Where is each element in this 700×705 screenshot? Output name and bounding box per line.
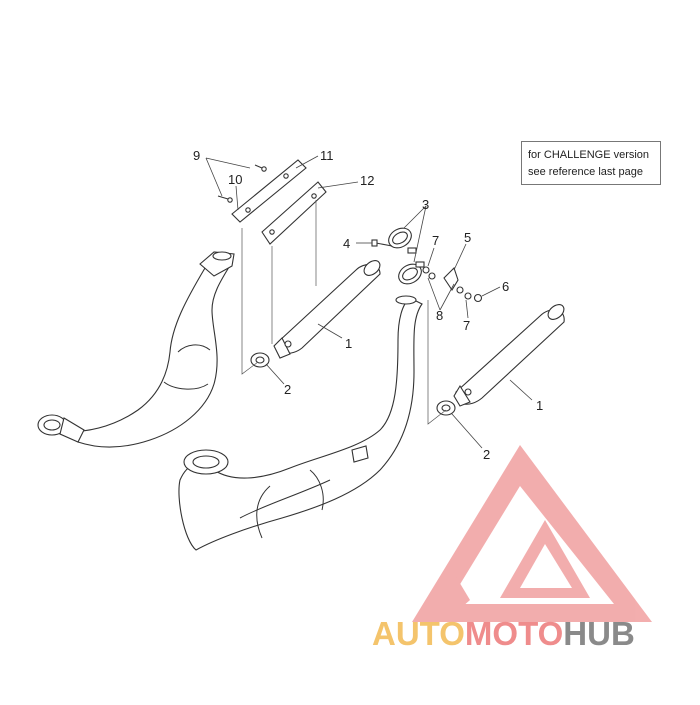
nut-6 bbox=[473, 293, 483, 303]
callout-1a: 1 bbox=[345, 336, 352, 351]
callout-8: 8 bbox=[436, 308, 443, 323]
callout-6: 6 bbox=[502, 279, 509, 294]
silencer-upper bbox=[273, 260, 381, 359]
front-exhaust-header bbox=[178, 295, 423, 551]
callout-11: 11 bbox=[320, 148, 334, 163]
alignment-guides bbox=[241, 200, 447, 425]
grommet-upper bbox=[250, 352, 270, 368]
callouts: 9 10 11 12 3 4 7 5 6 8 7 1 2 1 2 bbox=[193, 148, 543, 462]
note-line-2: see reference last page bbox=[528, 166, 643, 178]
callout-7b: 7 bbox=[463, 318, 470, 333]
washer-7-upper bbox=[422, 266, 436, 280]
callout-4: 4 bbox=[343, 236, 350, 251]
silencer-lower bbox=[453, 304, 565, 407]
callout-7a: 7 bbox=[432, 233, 439, 248]
callout-5: 5 bbox=[464, 230, 471, 245]
rear-exhaust-header bbox=[37, 251, 235, 448]
brand-segment-auto: AUTO bbox=[372, 615, 465, 652]
callout-1b: 1 bbox=[536, 398, 543, 413]
clamp-lower bbox=[398, 261, 425, 285]
callout-3: 3 bbox=[422, 197, 429, 212]
callout-2b: 2 bbox=[483, 447, 490, 462]
heat-shield-plate-11 bbox=[231, 159, 307, 223]
watermark-logo bbox=[412, 445, 652, 622]
watermark-brand-text: AUTOMOTOHUB bbox=[372, 615, 692, 653]
callout-12: 12 bbox=[360, 173, 374, 188]
washer-7-lower bbox=[456, 286, 472, 300]
screw-9 bbox=[217, 164, 267, 203]
callout-9: 9 bbox=[193, 148, 200, 163]
bracket-5 bbox=[443, 266, 459, 292]
reference-note: for CHALLENGE version see reference last… bbox=[521, 141, 661, 185]
grommet-lower bbox=[436, 400, 456, 416]
callout-2a: 2 bbox=[284, 382, 291, 397]
leader-lines bbox=[205, 155, 533, 449]
clamp-upper bbox=[388, 227, 417, 254]
brand-segment-hub: HUB bbox=[563, 615, 635, 652]
brand-segment-moto: MOTO bbox=[464, 615, 564, 652]
callout-10: 10 bbox=[228, 172, 242, 187]
heat-shield-plate-12 bbox=[261, 181, 327, 245]
note-line-1: for CHALLENGE version bbox=[528, 149, 650, 161]
